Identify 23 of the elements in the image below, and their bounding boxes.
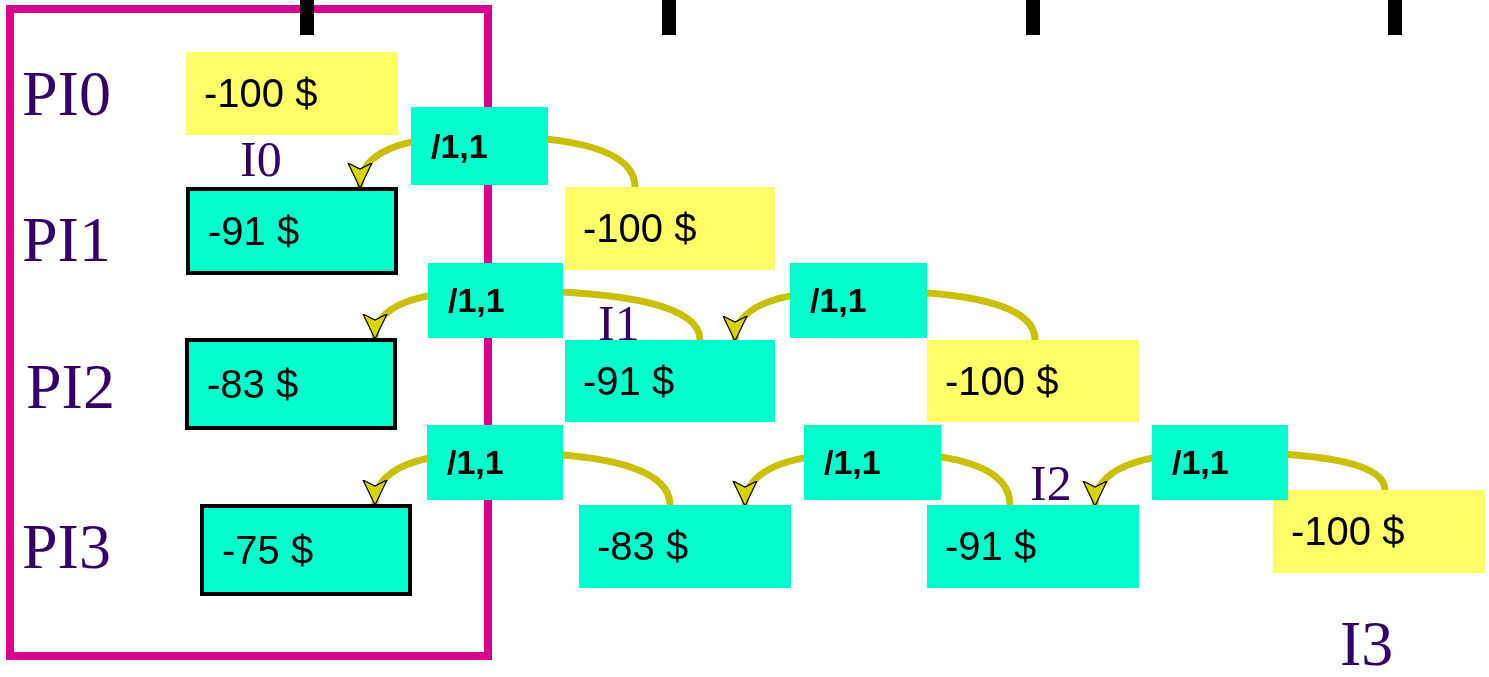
value-box: -91 $ [565,340,775,422]
value-box: -83 $ [185,338,397,430]
value-box: -91 $ [927,505,1139,588]
period-label: I0 [240,134,282,184]
edge-label: /1,1 [804,425,941,500]
value-box: -83 $ [579,505,791,588]
edge-label: /1,1 [1152,425,1288,500]
edge-label: /1,1 [428,263,563,338]
value-box: -91 $ [186,187,398,275]
value-box: -100 $ [1273,490,1485,573]
edge-label: /1,1 [427,425,563,500]
period-label: PI0 [22,62,111,126]
period-label: I2 [1030,458,1072,508]
value-box: -100 $ [186,52,398,135]
period-label: PI3 [22,515,111,579]
period-label: PI1 [22,208,111,272]
period-label: PI2 [26,355,115,419]
value-box: -75 $ [200,504,412,596]
edge-label: /1,1 [411,107,548,185]
value-box: -100 $ [927,340,1139,422]
period-label: I3 [1340,612,1394,676]
value-box: -100 $ [565,187,775,270]
edge-label: /1,1 [790,263,927,338]
